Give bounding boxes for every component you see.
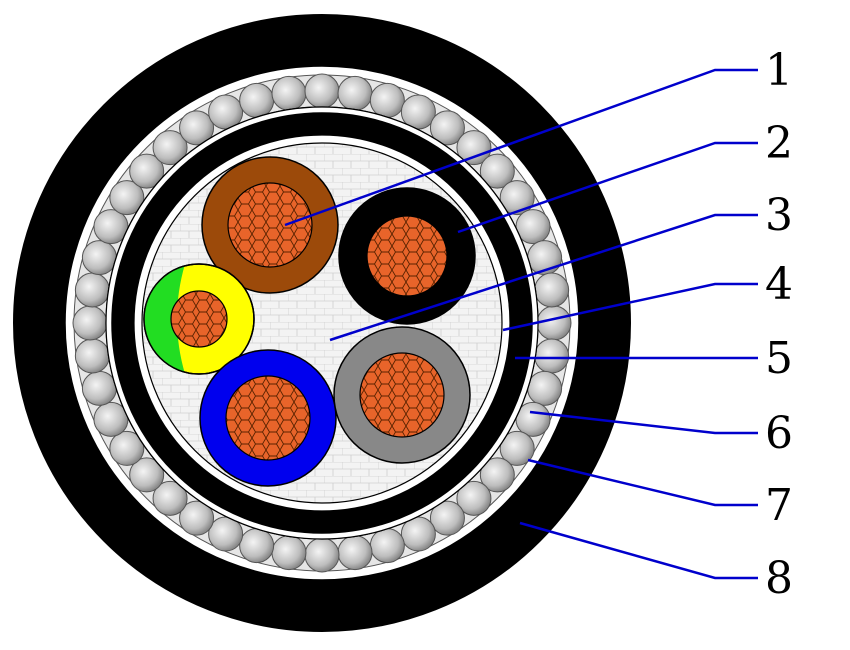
armour-wire bbox=[271, 75, 307, 111]
green-yellow-core bbox=[143, 263, 255, 375]
cores bbox=[143, 156, 476, 487]
armour-wire bbox=[515, 209, 551, 245]
armour-wire bbox=[152, 480, 188, 516]
armour-wire bbox=[479, 153, 515, 189]
armour-wire bbox=[304, 537, 340, 573]
copper-conductor bbox=[225, 375, 311, 461]
armour-wire bbox=[527, 370, 563, 406]
armour-wire bbox=[456, 130, 492, 166]
armour-wire bbox=[337, 75, 373, 111]
armour-wire bbox=[536, 305, 572, 341]
armour-wire bbox=[179, 110, 215, 146]
leader-line bbox=[519, 521, 758, 580]
armour-wire bbox=[81, 370, 117, 406]
copper-conductor bbox=[366, 215, 448, 297]
armour-wire bbox=[74, 338, 110, 374]
armour-wire bbox=[271, 535, 307, 571]
callout-6: 6 bbox=[529, 408, 793, 459]
armour-wire bbox=[499, 180, 535, 216]
callout-number: 3 bbox=[765, 190, 793, 241]
armour-wire bbox=[400, 516, 436, 552]
grey-core bbox=[333, 326, 471, 464]
callout-7: 7 bbox=[527, 458, 793, 531]
leader-line bbox=[329, 213, 758, 342]
armour-wire bbox=[239, 528, 275, 564]
armour-wire bbox=[337, 535, 373, 571]
callout-1: 1 bbox=[284, 45, 793, 227]
armour-wire bbox=[429, 110, 465, 146]
black-core bbox=[338, 187, 476, 325]
armour-wire bbox=[400, 94, 436, 130]
leader-line bbox=[527, 458, 758, 507]
leader-line bbox=[284, 68, 758, 227]
armour-wire bbox=[534, 272, 570, 308]
copper-conductor bbox=[170, 290, 228, 348]
armour-wire bbox=[72, 305, 108, 341]
armour-wire bbox=[369, 528, 405, 564]
callout-3: 3 bbox=[329, 190, 793, 342]
leader-line bbox=[457, 141, 758, 234]
armour-wire bbox=[429, 500, 465, 536]
callout-number: 6 bbox=[765, 408, 793, 459]
callout-5: 5 bbox=[515, 333, 793, 384]
armour-wire bbox=[81, 240, 117, 276]
armour-wire bbox=[179, 500, 215, 536]
callout-2: 2 bbox=[457, 118, 793, 234]
callout-8: 8 bbox=[519, 521, 793, 604]
armour-wire bbox=[129, 153, 165, 189]
callout-4: 4 bbox=[502, 259, 793, 332]
armour-wire bbox=[93, 401, 129, 437]
armour-wire bbox=[74, 272, 110, 308]
callouts: 1 2 3 4 5 6 7 8 bbox=[284, 45, 793, 604]
armour-wire bbox=[109, 180, 145, 216]
leader-line bbox=[529, 410, 758, 435]
armour-wire bbox=[456, 480, 492, 516]
armour-wire bbox=[109, 430, 145, 466]
core-stripe bbox=[144, 264, 185, 374]
callout-number: 4 bbox=[765, 259, 793, 310]
copper-conductor bbox=[227, 182, 313, 268]
armour-wire bbox=[129, 457, 165, 493]
callout-number: 2 bbox=[765, 118, 793, 169]
callout-number: 8 bbox=[765, 553, 793, 604]
armour-wire bbox=[93, 209, 129, 245]
armour-wire bbox=[534, 338, 570, 374]
armour-wire bbox=[208, 94, 244, 130]
callout-number: 5 bbox=[765, 333, 793, 384]
armour-wire bbox=[515, 401, 551, 437]
brown-core bbox=[201, 156, 339, 294]
armour-wire bbox=[499, 430, 535, 466]
blue-core bbox=[199, 349, 337, 487]
armour-wire bbox=[369, 82, 405, 118]
callout-number: 1 bbox=[765, 45, 793, 96]
copper-conductor bbox=[359, 352, 445, 438]
armour-wire bbox=[304, 73, 340, 109]
armour-wire bbox=[239, 82, 275, 118]
armour-wire bbox=[479, 457, 515, 493]
leader-line bbox=[502, 282, 758, 332]
armour-wire bbox=[152, 130, 188, 166]
callout-number: 7 bbox=[765, 480, 793, 531]
armour-wire bbox=[208, 516, 244, 552]
